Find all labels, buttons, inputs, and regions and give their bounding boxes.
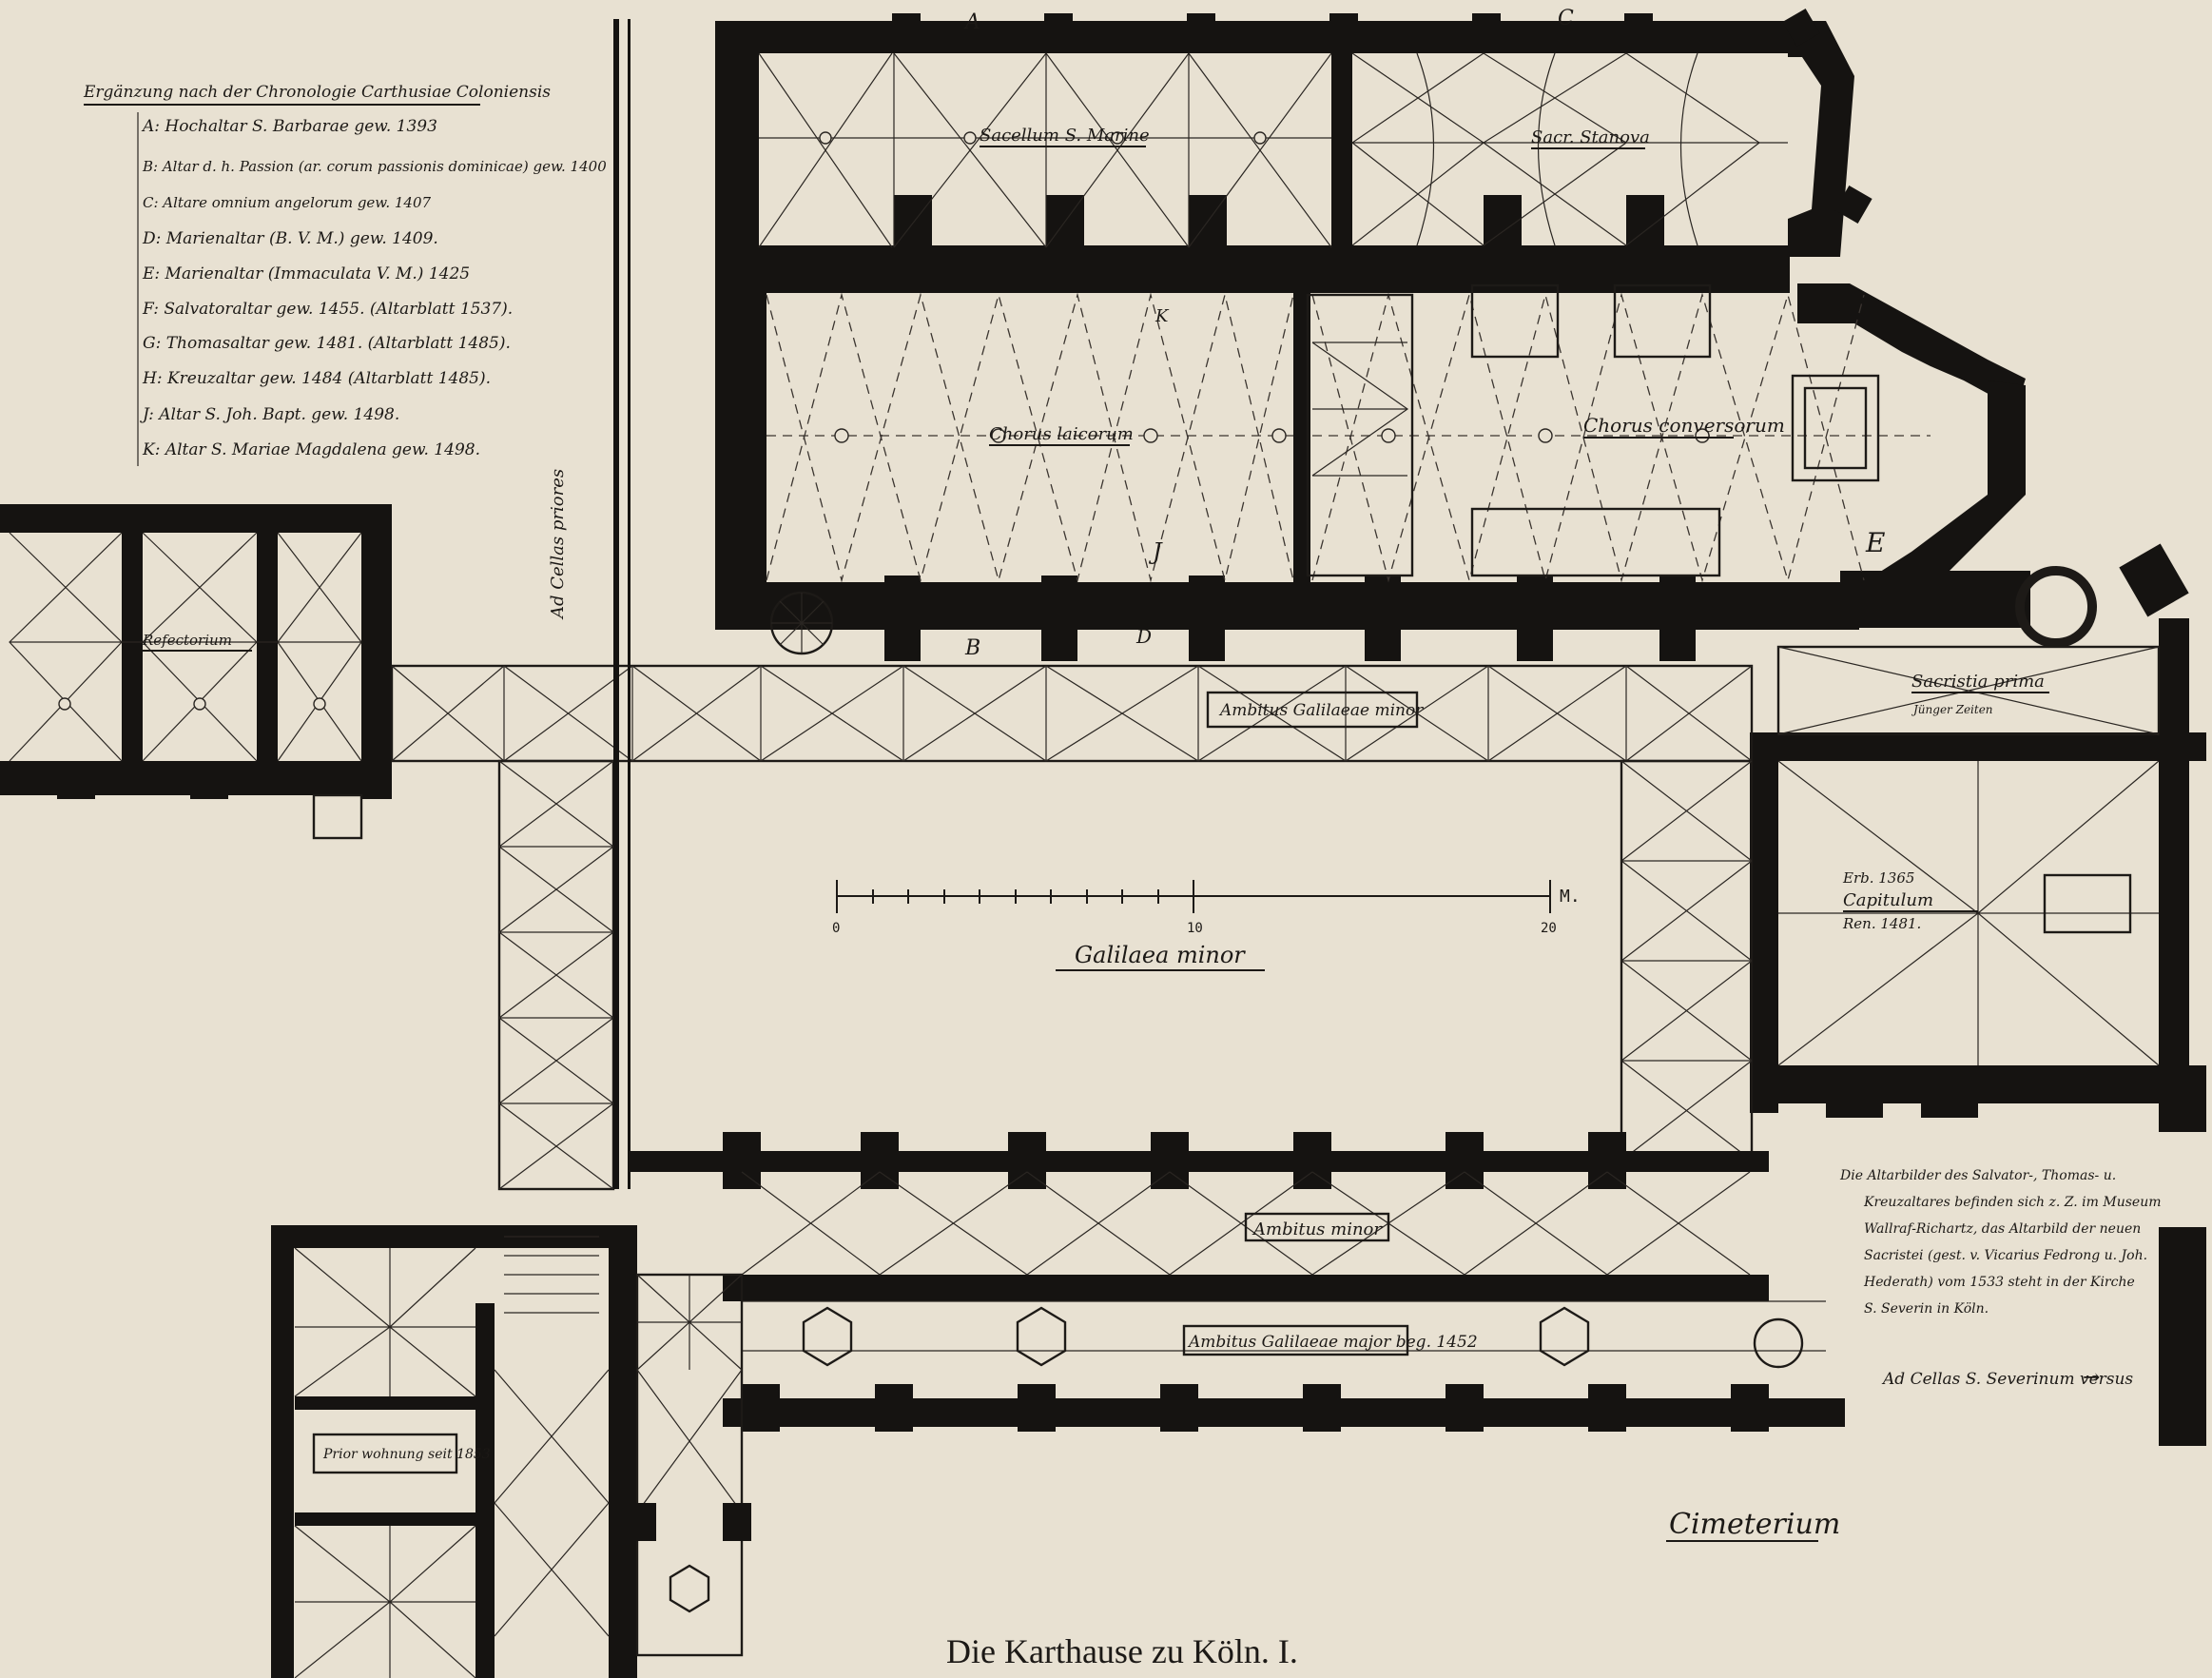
legend-item: C: Altare omnium angelorum gew. 1407 (143, 194, 432, 211)
plan-caption: Die Karthause zu Köln. I. (946, 1632, 1298, 1670)
scale-label-20: 20 (1541, 921, 1557, 936)
scale-unit: M. (1560, 887, 1581, 907)
cloister-west-walk (497, 19, 631, 1191)
legend-item: G: Thomasaltar gew. 1481. (Altarblatt 14… (143, 334, 511, 353)
altar-letter-k: K (1155, 306, 1170, 326)
lower-west-block (271, 1225, 637, 1678)
ambitus-galilaeae-major (723, 1300, 1845, 1432)
church-choir (715, 283, 2030, 661)
legend-item: H: Kreuzaltar gew. 1484 (Altarblatt 1485… (142, 369, 491, 388)
room-label-capitulum: Capitulum (1843, 890, 1933, 910)
legend-item: K: Altar S. Mariae Magdalena gew. 1498. (142, 440, 480, 459)
note-block: Die Altarbilder des Salvator-, Thomas- u… (1839, 1168, 2162, 1317)
legend-item: J: Altar S. Joh. Bapt. gew. 1498. (140, 405, 399, 424)
legend-item: B: Altar d. h. Passion (ar. corum passio… (142, 158, 607, 175)
legend: Ergänzung nach der Chronologie Carthusia… (83, 83, 607, 466)
room-label-sacristia-prima: Sacristia prima (1911, 672, 2045, 692)
room-label-sacristia-nova: Sacr. Stanova (1531, 127, 1650, 147)
scale-bar: 0 10 20 M. (832, 880, 1581, 936)
cloister-north-walk (390, 664, 1754, 763)
legend-item: E: Marienaltar (Immaculata V. M.) 1425 (142, 264, 470, 283)
room-label-chorus-conversorum: Chorus conversorum (1583, 414, 1785, 437)
altar-letter-e: E (1865, 527, 1885, 558)
star-vault-hall (628, 1273, 751, 1657)
legend-heading: Ergänzung nach der Chronologie Carthusia… (83, 83, 551, 102)
cloister-east-walk (1620, 759, 1754, 1162)
note-line: Sacristei (gest. v. Vicarius Fedrong u. … (1864, 1248, 2147, 1263)
room-label-chorus-laicorum: Chorus laicorum (989, 424, 1134, 444)
scale-label-10: 10 (1187, 921, 1203, 936)
legend-item: F: Salvatoraltar gew. 1455. (Altarblatt … (142, 300, 513, 319)
altar-letter-j: J (1148, 538, 1163, 565)
note-line: Wallraf-Richartz, das Altarbild der neue… (1864, 1221, 2141, 1237)
room-label-ambitus-minor: Ambitus minor (1252, 1219, 1383, 1239)
note-line: S. Severin in Köln. (1864, 1301, 1989, 1317)
altar-letter-c: C (1558, 7, 1574, 30)
room-label-sacellum: Sacellum S. Marine (980, 126, 1150, 146)
room-label-capitulum-renovation: Ren. 1481. (1842, 915, 1921, 932)
legend-item: D: Marienaltar (B. V. M.) gew. 1409. (142, 229, 438, 248)
altar-letter-d: D (1135, 625, 1152, 648)
capitulum-block (1750, 543, 2206, 1446)
altar-letter-b: B (964, 636, 980, 660)
ad-cellas-east: Ad Cellas S. Severinum versus (1881, 1370, 2133, 1389)
room-label-prior-wohnung: Prior wohnung seit 1853 (322, 1447, 491, 1462)
note-line: Hederath) vom 1533 steht in der Kirche (1863, 1275, 2135, 1290)
church-north-aisle (715, 9, 1872, 419)
refectorium-block (0, 504, 392, 840)
scale-label-0: 0 (832, 921, 840, 936)
room-label-capitulum-date: Erb. 1365 (1842, 869, 1914, 887)
room-label-galilaea-minor: Galilaea minor (1075, 942, 1246, 968)
note-line: Die Altarbilder des Salvator-, Thomas- u… (1839, 1168, 2116, 1183)
room-label-ambitus-galilaeae-major: Ambitus Galilaeae major beg. 1452 (1187, 1333, 1478, 1352)
note-line: Kreuzaltares befinden sich z. Z. im Muse… (1863, 1195, 2162, 1210)
room-label-sacristia-prima-sub: Jünger Zeiten (1911, 703, 1993, 716)
altar-letter-a: A (963, 10, 980, 34)
room-label-refectorium: Refectorium (142, 632, 232, 649)
ad-cellas-west: Ad Cellas priores (548, 469, 568, 620)
room-label-coemeterium: Cimeterium (1669, 1508, 1840, 1541)
room-label-ambitus-galilaeae-minor: Ambitus Galilaeae minor (1218, 701, 1424, 720)
legend-item: A: Hochaltar S. Barbarae gew. 1393 (141, 117, 437, 136)
arrow-right-icon: → (2083, 1366, 2100, 1390)
ambitus-minor (628, 1132, 1769, 1301)
